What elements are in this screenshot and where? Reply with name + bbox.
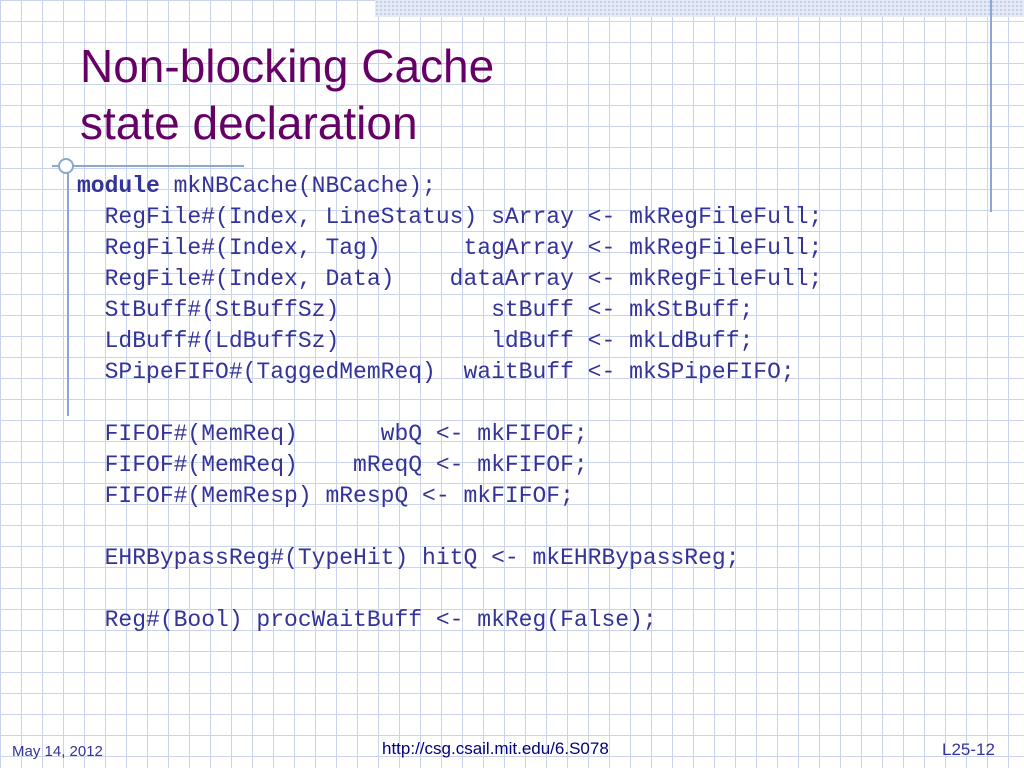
code-line: RegFile#(Index, Tag) tagArray <- mkRegFi… (77, 235, 823, 261)
code-line: FIFOF#(MemReq) wbQ <- mkFIFOF; (77, 421, 588, 447)
code-line: StBuff#(StBuffSz) stBuff <- mkStBuff; (77, 297, 754, 323)
code-line: LdBuff#(LdBuffSz) ldBuff <- mkLdBuff; (77, 328, 754, 354)
code-line: RegFile#(Index, Data) dataArray <- mkReg… (77, 266, 823, 292)
code-line: RegFile#(Index, LineStatus) sArray <- mk… (77, 204, 823, 230)
slide-title: Non-blocking Cache state declaration (80, 38, 494, 152)
slide-title-line-2: state declaration (80, 97, 418, 149)
decorative-rule-right (990, 0, 992, 212)
code-block: module mkNBCache(NBCache); RegFile#(Inde… (77, 171, 999, 636)
title-circle-ornament (58, 158, 74, 174)
header-texture-band (375, 0, 1024, 17)
code-module-header: mkNBCache(NBCache); (159, 173, 436, 199)
footer-date: May 14, 2012 (12, 743, 103, 760)
title-underline-rule (52, 165, 244, 167)
code-line: FIFOF#(MemReq) mReqQ <- mkFIFOF; (77, 452, 588, 478)
code-keyword-module: module (77, 173, 160, 199)
code-line: Reg#(Bool) procWaitBuff <- mkReg(False); (77, 607, 657, 633)
code-line: FIFOF#(MemResp) mRespQ <- mkFIFOF; (77, 483, 574, 509)
code-line: SPipeFIFO#(TaggedMemReq) waitBuff <- mkS… (77, 359, 795, 385)
footer-url-link[interactable]: http://csg.csail.mit.edu/6.S078 (382, 739, 609, 758)
decorative-rule-left (67, 160, 69, 416)
slide-title-line-1: Non-blocking Cache (80, 40, 495, 92)
code-line: EHRBypassReg#(TypeHit) hitQ <- mkEHRBypa… (77, 545, 740, 571)
footer-page-number: L25-12 (942, 740, 995, 759)
